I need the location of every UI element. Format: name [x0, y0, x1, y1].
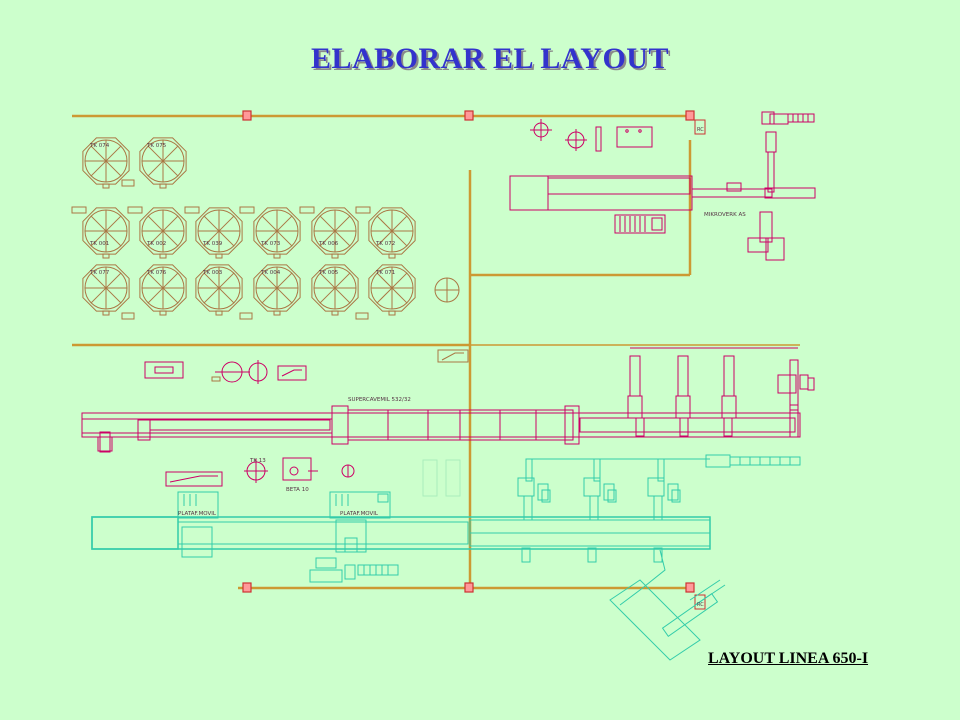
tank-nozzle: [388, 310, 396, 316]
supercavemil-line: [81, 347, 815, 453]
plataf-movil-label-1: PLATAF.MOVIL: [178, 511, 217, 517]
mid-equipment: [144, 349, 469, 384]
tank: TK 077: [82, 264, 130, 316]
tank-label: TK 071: [375, 270, 395, 276]
tank-spoke: [376, 215, 408, 247]
tank: TK 074: [82, 137, 130, 189]
tank-spoke: [376, 272, 408, 304]
tank-spoke: [203, 215, 235, 247]
tank-nozzle: [331, 310, 339, 316]
tank-spoke: [203, 272, 235, 304]
tank: TK 039: [195, 207, 243, 259]
drawing-labels: SUPERCAVEMIL 532/32 MIKROVERK AS TK 13 B…: [178, 127, 746, 608]
tank-spoke: [147, 145, 179, 177]
tank-spoke: [147, 215, 179, 247]
tank-nozzle: [102, 183, 110, 189]
column-2: [464, 110, 474, 121]
tank-label: TK 076: [146, 270, 167, 276]
tank-nozzle: [215, 253, 223, 259]
tank-nozzle: [331, 253, 339, 259]
supercavemil-label: SUPERCAVEMIL 532/32: [348, 397, 411, 403]
tank-nozzle: [159, 310, 167, 316]
tank-nozzle: [273, 310, 281, 316]
column-3: [685, 110, 695, 121]
layout-caption: LAYOUT LINEA 650-I: [708, 650, 869, 667]
column-6: [685, 582, 695, 593]
tank-nozzle: [273, 253, 281, 259]
tank-label: TK 072: [375, 241, 395, 247]
tank-label: TK 039: [202, 241, 223, 247]
page-title: ELABORAR EL LAYOUT: [311, 42, 669, 75]
top-right-equipment: [509, 111, 816, 261]
tank-label: TK 003: [202, 270, 223, 276]
tank-nozzle: [102, 310, 110, 316]
plataf-movil-label-2: PLATAF.MOVIL: [340, 511, 379, 517]
lower-equipment: [91, 454, 801, 661]
tank-label: TK 075: [146, 143, 167, 149]
tank-label: TK 006: [318, 241, 339, 247]
tank: TK 073: [253, 207, 301, 259]
tank: TK 002: [139, 207, 187, 259]
tank-spoke: [90, 145, 122, 177]
walls: [72, 114, 800, 590]
tank: TK 001: [82, 207, 130, 259]
tank: TK 005: [311, 264, 359, 316]
tank-nozzle: [215, 310, 223, 316]
tank-label: TK 074: [89, 143, 110, 149]
tank: TK 072: [368, 207, 416, 259]
tank-spoke: [261, 215, 293, 247]
tank-spoke: [261, 272, 293, 304]
tank-label: TK 002: [146, 241, 166, 247]
rc-label-bottom: RC: [697, 602, 704, 608]
tank: TK 003: [195, 264, 243, 316]
tank: TK 006: [311, 207, 359, 259]
tank-nozzle: [102, 253, 110, 259]
tank-nozzle: [159, 253, 167, 259]
tank-nozzle: [159, 183, 167, 189]
beta10-label: BETA 10: [286, 487, 309, 493]
tank: TK 076: [139, 264, 187, 316]
tank-label: TK 004: [260, 270, 281, 276]
tank-area: TK 074 TK 075 TK 001 TK 002 TK 039 TK 073 TK 0…: [82, 137, 416, 316]
tank: TK 004: [253, 264, 301, 316]
tk13-label: TK 13: [249, 458, 266, 464]
tank-spoke: [90, 272, 122, 304]
tank-label: TK 001: [89, 241, 109, 247]
tank-spoke: [147, 272, 179, 304]
column-5: [464, 582, 474, 593]
column-1: [242, 110, 252, 121]
tank-spoke: [319, 215, 351, 247]
tank-label: TK 073: [260, 241, 281, 247]
columns: [242, 110, 695, 593]
rc-label-top: RC: [697, 127, 704, 133]
tank-area-items: [71, 179, 460, 320]
tank: TK 075: [139, 137, 187, 189]
tank-label: TK 005: [318, 270, 339, 276]
tank-spoke: [90, 215, 122, 247]
column-4: [242, 582, 252, 593]
tank-spoke: [319, 272, 351, 304]
tank: TK 071: [368, 264, 416, 316]
tank-label: TK 077: [89, 270, 110, 276]
tank-nozzle: [388, 253, 396, 259]
mikroverk-label: MIKROVERK AS: [704, 212, 746, 218]
